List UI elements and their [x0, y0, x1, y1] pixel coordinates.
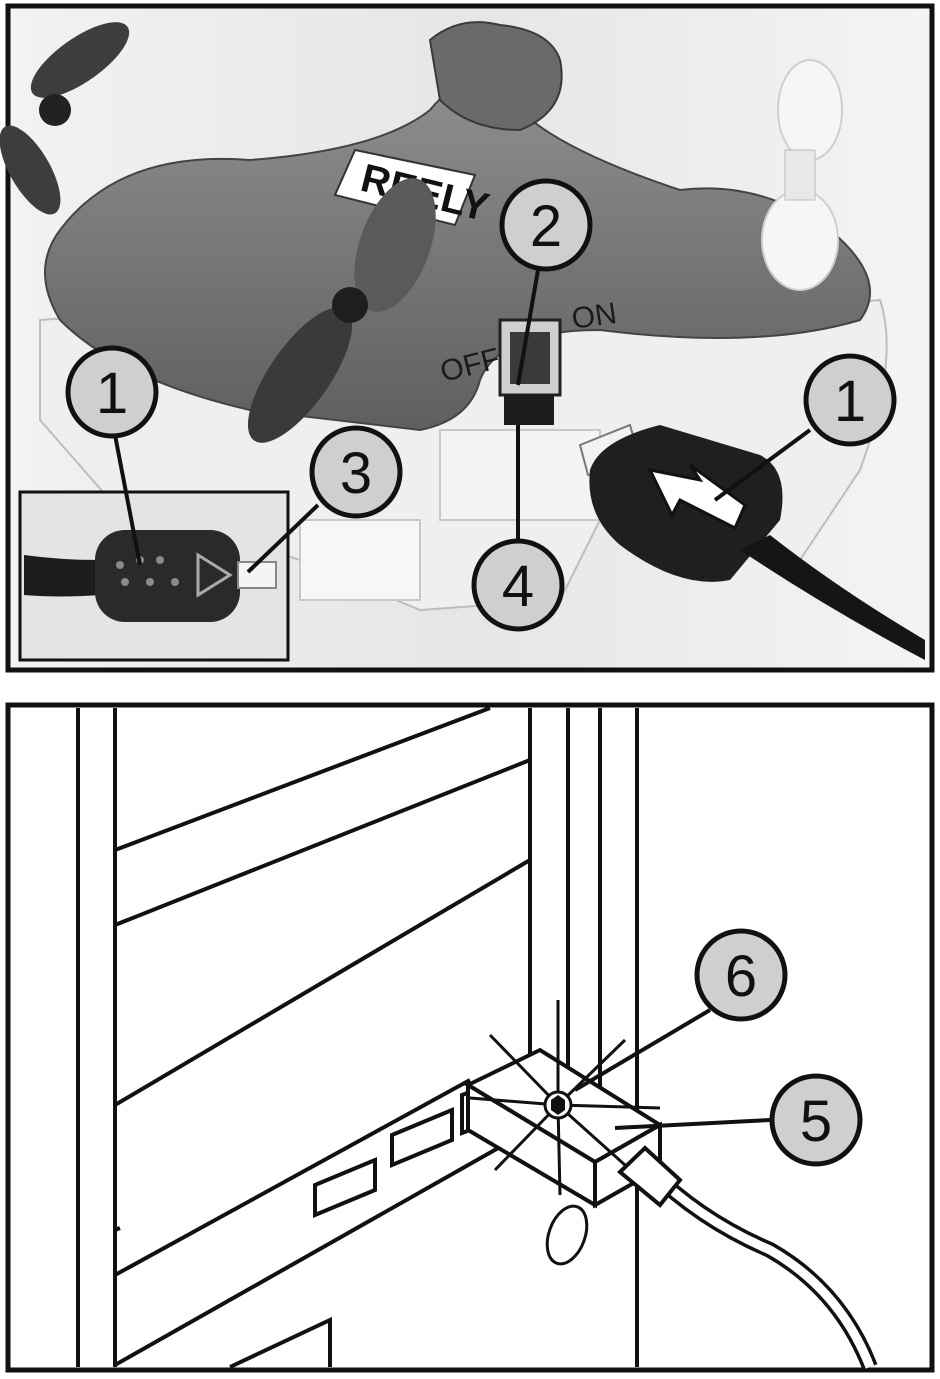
insert-direction-arrow: [647, 463, 747, 531]
svg-text:1: 1: [834, 369, 866, 434]
switch-on-label: ON: [570, 297, 619, 336]
inset-plug-closeup: [18, 490, 290, 662]
svg-text:3: 3: [340, 441, 372, 506]
callout-4: 4: [471, 538, 565, 632]
propeller-top-left: [0, 22, 130, 215]
callout-6: 6: [694, 928, 788, 1022]
dongle-lanyard-loop: [545, 1204, 589, 1266]
drone-rear-arm: [428, 21, 563, 132]
top-leader-lines: [113, 269, 812, 574]
landing-leg-left: [299, 519, 421, 601]
bottom-panel: 6 5: [5, 702, 935, 1373]
propeller-front-left: [247, 178, 436, 443]
svg-text:6: 6: [725, 944, 757, 1009]
charging-plug-right: [589, 425, 925, 660]
bottom-leader-lines: [573, 1008, 771, 1130]
svg-text:1: 1: [96, 361, 128, 426]
drone-body: [44, 84, 871, 432]
inset-arrow-mark: [196, 552, 233, 598]
top-panel: REELY OFF ON: [0, 3, 935, 673]
inset-plug-body: [95, 530, 240, 622]
callout-1-inset: 1: [65, 345, 159, 439]
svg-text:5: 5: [800, 1089, 832, 1154]
callout-3: 3: [309, 425, 403, 519]
callout-5: 5: [769, 1073, 863, 1167]
led-indicator-icon: [543, 1090, 573, 1120]
power-switch: [498, 318, 562, 425]
callout-1-right: 1: [803, 353, 897, 447]
svg-text:2: 2: [530, 194, 562, 259]
inset-cable: [24, 555, 100, 597]
svg-text:4: 4: [502, 554, 534, 619]
propeller-right-white: [761, 59, 843, 291]
charging-cable-right: [740, 535, 925, 660]
callout-2: 2: [499, 178, 593, 272]
led-light-rays: [469, 1000, 661, 1196]
dongle-cable: [616, 1145, 878, 1370]
